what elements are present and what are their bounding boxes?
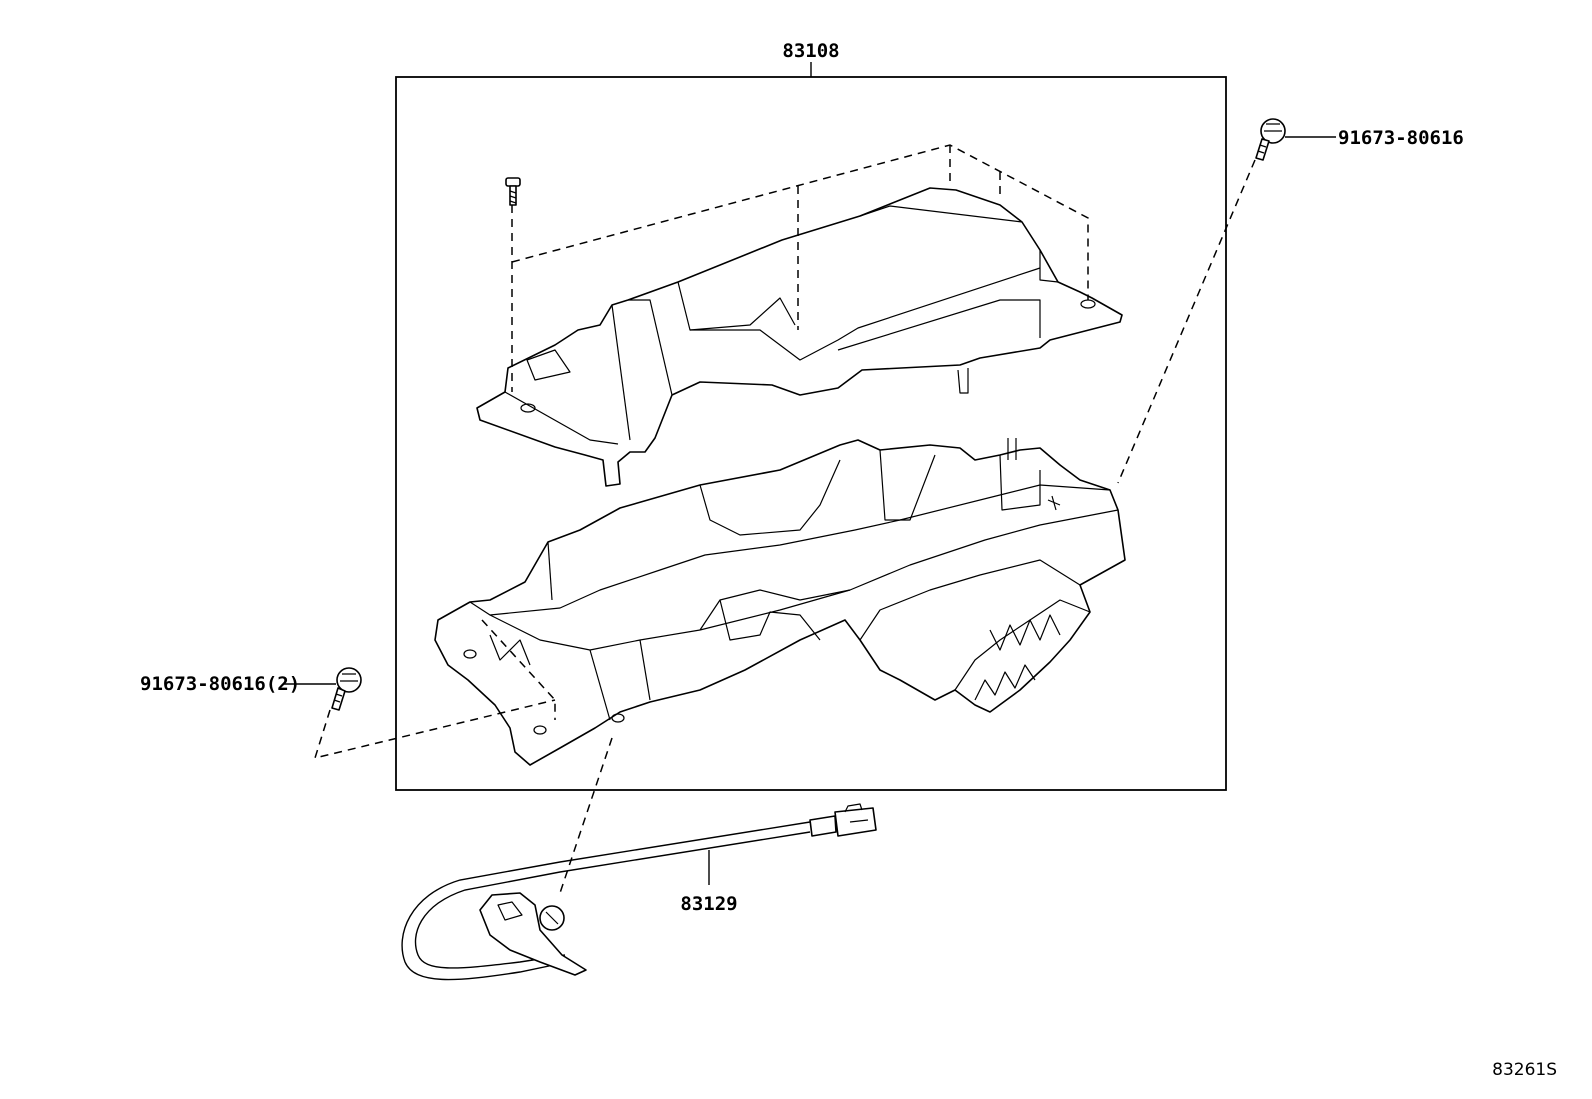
bolt-right bbox=[1255, 118, 1286, 161]
bolt-left bbox=[331, 667, 362, 711]
assembly-dashed-lines bbox=[313, 144, 1256, 894]
diagram-code: 83261S bbox=[1492, 1060, 1557, 1080]
callout-bolt-right: 91673-80616 bbox=[1338, 127, 1464, 149]
cover-screw bbox=[505, 177, 521, 206]
lower-housing bbox=[434, 438, 1126, 766]
callout-bolt-left: 91673-80616(2) bbox=[140, 673, 300, 695]
callout-assembly: 83108 bbox=[782, 40, 839, 62]
upper-cover bbox=[476, 187, 1123, 487]
callout-harness: 83129 bbox=[680, 893, 737, 915]
wire-harness bbox=[401, 803, 877, 981]
